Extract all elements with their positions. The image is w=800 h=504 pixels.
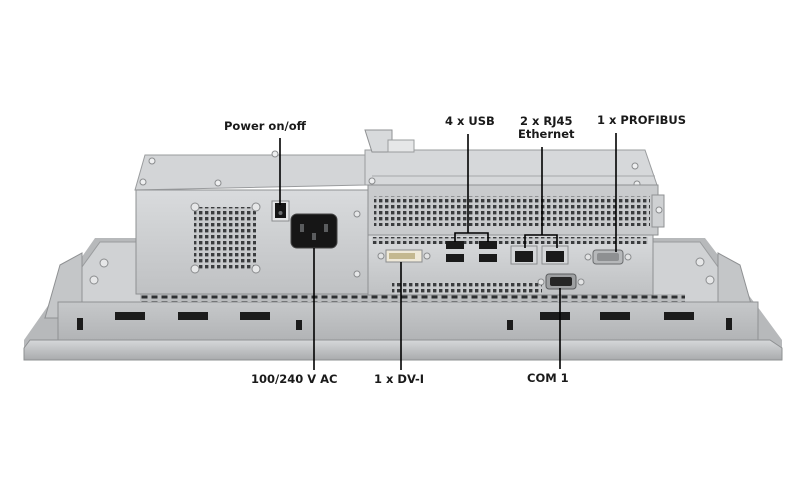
mounting-plate bbox=[57, 294, 759, 341]
label-dvi: 1 x DV-I bbox=[374, 372, 425, 386]
label-ethernet: 2 x RJ45 Ethernet bbox=[518, 115, 575, 141]
label-power-switch: Power on/off bbox=[224, 119, 306, 133]
ethernet-ports bbox=[510, 245, 569, 265]
power-inlet bbox=[290, 213, 338, 249]
label-ethernet-line1: 2 x RJ45 bbox=[519, 114, 573, 128]
label-power-inlet: 100/240 V AC bbox=[251, 372, 338, 386]
profibus-port bbox=[584, 249, 632, 265]
chassis bbox=[134, 129, 665, 296]
callout-line-ethernet bbox=[524, 234, 558, 248]
dvi-port bbox=[377, 249, 431, 263]
label-usb: 4 x USB bbox=[445, 114, 495, 128]
callout-line-usb bbox=[454, 232, 489, 242]
usb-ports bbox=[446, 241, 497, 262]
label-profibus: 1 x PROFIBUS bbox=[597, 113, 687, 127]
com-port bbox=[537, 273, 585, 290]
callout-lines bbox=[279, 133, 617, 370]
label-ethernet-line2: Ethernet bbox=[518, 127, 575, 141]
label-com: COM 1 bbox=[527, 371, 569, 385]
